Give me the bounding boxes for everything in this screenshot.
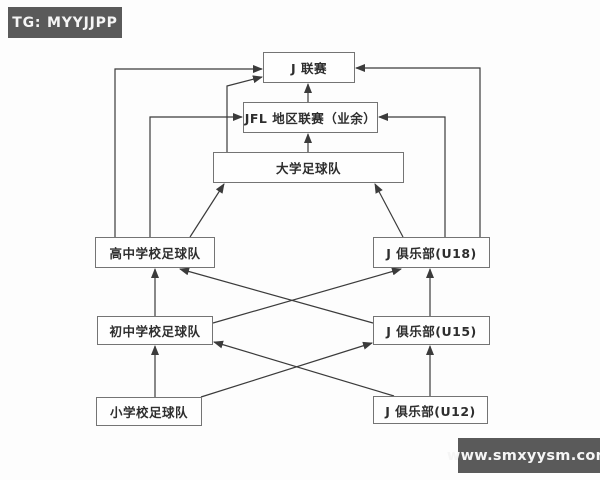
edge-j-club-u18-to-jfl-regional-league [378, 113, 446, 237]
node-jfl-regional-league: JFL 地区联赛（业余） [243, 102, 378, 133]
edge-j-club-u15-to-high-school-team [179, 267, 374, 324]
edge-j-club-u18-to-university-team [374, 183, 404, 238]
telegram-watermark-badge: TG: MYYJJPP [8, 7, 122, 38]
node-j-league: J 联赛 [263, 52, 355, 83]
edge-j-club-u18-to-j-league [355, 64, 481, 237]
edge-university-team-to-j-league [226, 75, 263, 152]
edge-middle-school-team-to-j-club-u18 [212, 267, 402, 324]
node-j-club-u15: J 俱乐部(U15) [373, 316, 490, 345]
edge-elementary-school-team-to-j-club-u15 [200, 341, 373, 398]
edge-high-school-team-to-university-team [189, 183, 225, 238]
website-watermark-badge: www.smxyysm.com [447, 438, 600, 473]
node-middle-school-team: 初中学校足球队 [97, 316, 213, 345]
edge-j-club-u12-to-middle-school-team [213, 340, 395, 397]
edge-high-school-team-to-j-league [114, 65, 263, 237]
node-j-club-u12: J 俱乐部(U12) [373, 396, 488, 424]
node-high-school-team: 高中学校足球队 [95, 237, 215, 268]
node-elementary-school-team: 小学校足球队 [96, 397, 202, 426]
edge-high-school-team-to-jfl-regional-league [149, 113, 243, 237]
node-university-team: 大学足球队 [213, 152, 404, 183]
node-j-club-u18: J 俱乐部(U18) [373, 237, 490, 268]
